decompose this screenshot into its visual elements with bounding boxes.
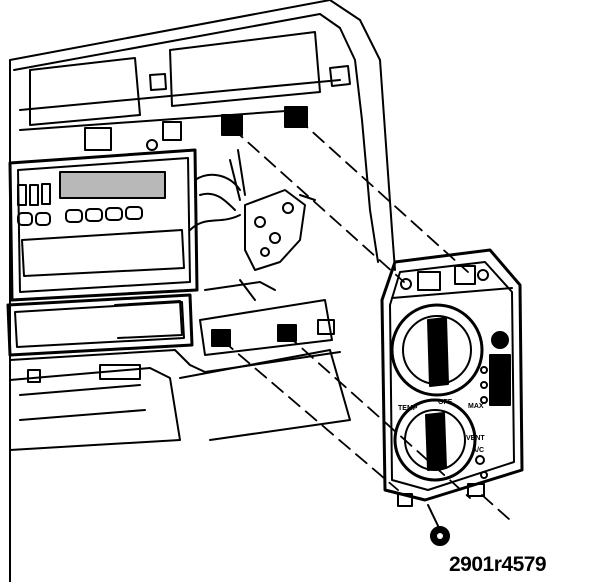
- mounting-tabs: [84, 106, 308, 151]
- upper-vent-openings: [29, 31, 351, 126]
- alignment-leader-lines: [221, 117, 511, 521]
- panel-legend-vent: VENT: [466, 435, 485, 442]
- figure-caption: 2901r4579: [449, 553, 547, 576]
- fan-speed-indicators: [475, 331, 511, 479]
- retaining-screw: [427, 504, 450, 546]
- mode-knob: [393, 398, 477, 482]
- control-cable-bracket: [244, 189, 316, 271]
- panel-legend-max: MAX: [468, 403, 484, 410]
- lower-compartment: [6, 293, 194, 357]
- panel-legend-temp: TEMP: [398, 405, 418, 412]
- panel-legend-off: OFF: [438, 399, 453, 406]
- wiring-harness: [189, 149, 276, 301]
- lower-panel: [9, 299, 351, 451]
- radio-unit: [8, 148, 199, 302]
- temperature-knob: [390, 303, 484, 397]
- instrument-panel-bezel: [9, 0, 396, 583]
- hvac-control-module: [380, 248, 524, 507]
- panel-legend-ac: A/C: [472, 447, 484, 454]
